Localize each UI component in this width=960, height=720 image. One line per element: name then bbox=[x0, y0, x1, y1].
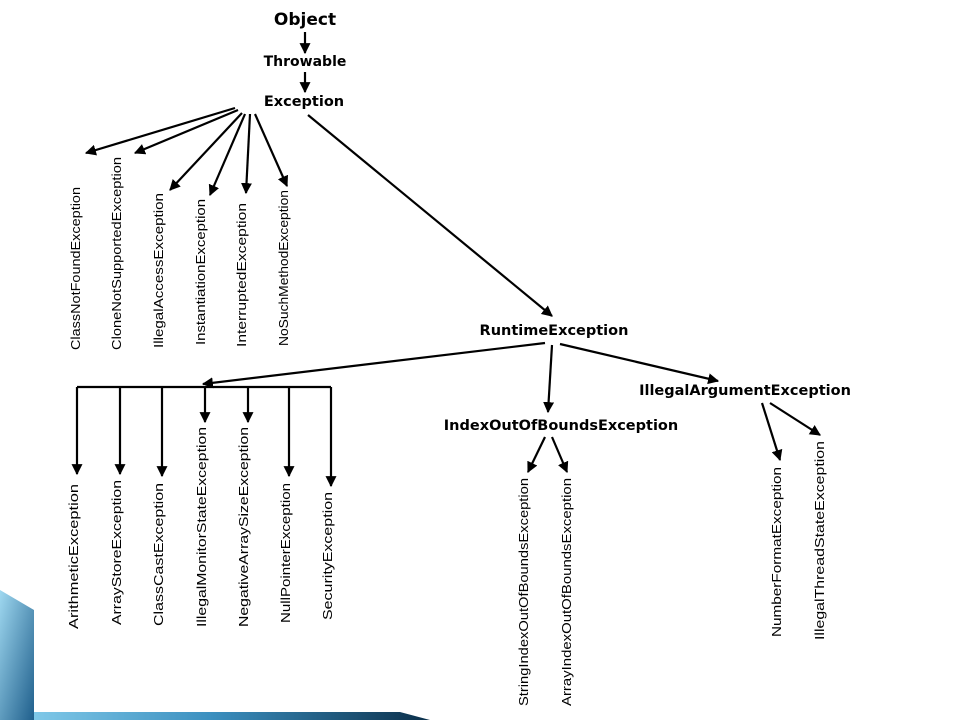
edge-runtime-illegalargument bbox=[559, 342, 720, 385]
node-arrayindexoutofboundsexception: ArrayIndexOutOfBoundsException bbox=[559, 478, 574, 706]
edge-exception-clonenotsupported bbox=[133, 108, 239, 155]
edge-exception-runtime bbox=[307, 114, 553, 317]
index-children: StringIndexOutOfBoundsException ArrayInd… bbox=[516, 478, 574, 706]
edge-exception-instantiation bbox=[208, 113, 247, 197]
node-illegalthreadstateexception: IllegalThreadStateException bbox=[812, 441, 827, 640]
node-illegalaccessexception: IllegalAccessException bbox=[151, 193, 166, 348]
edge-illegalargument-illegalthreadstate bbox=[769, 402, 821, 436]
node-stringindexoutofboundsexception: StringIndexOutOfBoundsException bbox=[516, 478, 531, 706]
edge-index-stringindex bbox=[527, 436, 546, 473]
runtime-children: ArithmeticException ArrayStoreException … bbox=[66, 427, 335, 629]
edge-index-arrayindex bbox=[550, 436, 569, 474]
illegal-argument-children: NumberFormatException IllegalThreadState… bbox=[769, 441, 827, 640]
exception-children: ClassNotFoundException CloneNotSupported… bbox=[68, 157, 291, 350]
node-indexoutofboundsexception: IndexOutOfBoundsException bbox=[444, 418, 678, 434]
edge-runtime-indexoutofbounds bbox=[543, 344, 555, 414]
node-arraystoreexception: ArrayStoreException bbox=[109, 480, 124, 625]
slide-corner-decoration bbox=[0, 590, 430, 720]
node-runtimeexception: RuntimeException bbox=[480, 323, 629, 339]
edge-runtime-bus bbox=[201, 341, 546, 389]
node-arithmeticexception: ArithmeticException bbox=[66, 484, 81, 629]
node-throwable: Throwable bbox=[264, 54, 347, 70]
edge-illegalargument-numberformat bbox=[760, 402, 783, 462]
node-nullpointerexception: NullPointerException bbox=[278, 483, 293, 623]
node-illegalargumentexception: IllegalArgumentException bbox=[639, 383, 851, 399]
node-classnotfoundexception: ClassNotFoundException bbox=[68, 187, 83, 350]
diagram-edges bbox=[71, 32, 821, 488]
node-classcastexception: ClassCastException bbox=[151, 483, 166, 626]
node-exception: Exception bbox=[264, 94, 344, 110]
edge-exception-illegalaccess bbox=[169, 112, 243, 191]
edge-exception-nosuchmethod bbox=[253, 113, 289, 188]
node-instantiationexception: InstantiationException bbox=[193, 199, 208, 345]
node-nosuchmethodexception: NoSuchMethodException bbox=[276, 190, 291, 346]
node-illegalmonitorstateexception: IllegalMonitorStateException bbox=[194, 427, 209, 627]
node-interruptedexception: InterruptedException bbox=[234, 203, 249, 347]
node-clonenotsupportedexception: CloneNotSupportedException bbox=[109, 157, 124, 350]
node-object: Object bbox=[274, 10, 336, 30]
edge-exception-interrupted bbox=[241, 113, 252, 195]
node-negativearraysizeexception: NegativeArraySizeException bbox=[236, 427, 251, 627]
node-numberformatexception: NumberFormatException bbox=[769, 467, 784, 637]
edge-exception-classnotfound bbox=[84, 106, 236, 156]
node-securityexception: SecurityException bbox=[320, 492, 335, 620]
